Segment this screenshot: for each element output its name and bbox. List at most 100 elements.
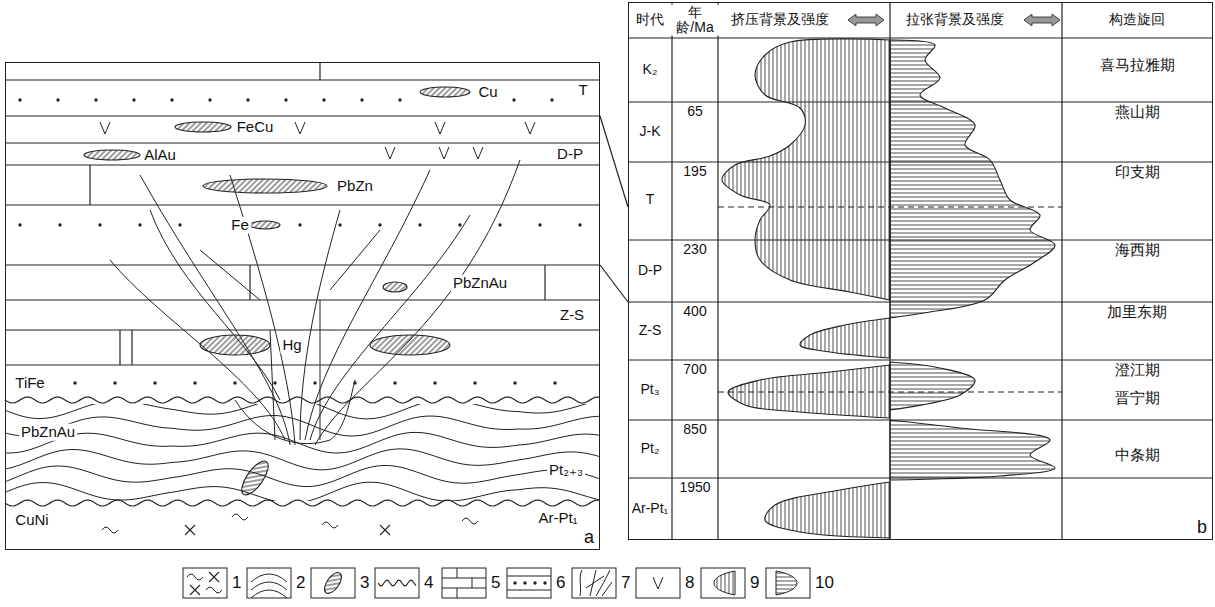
volcanic-symbol <box>525 122 535 134</box>
legend-sandstone-dot <box>523 581 526 584</box>
double-arrow <box>848 14 884 26</box>
legend-number: 9 <box>749 574 760 593</box>
sandstone-dot <box>170 98 173 101</box>
legend-sandstone-dot <box>543 581 546 584</box>
legend-ore-body <box>321 570 345 597</box>
era-cell: T <box>644 192 657 207</box>
legend-sample-frame <box>442 568 486 598</box>
ore-body <box>203 179 327 193</box>
tectonic-cycle: 加里东期 <box>1105 304 1169 321</box>
strata-boundary <box>5 142 600 143</box>
legend-number: 6 <box>555 574 566 593</box>
sandstone-dot <box>193 381 196 384</box>
ore-body <box>420 87 470 97</box>
ore-label: PbZn <box>335 178 375 195</box>
strata-label: Z-S <box>558 307 586 324</box>
strata-label: T <box>576 82 589 99</box>
fault-line <box>305 170 430 440</box>
legend-sample-frame <box>507 568 551 598</box>
ore-body <box>84 150 140 160</box>
legend-extension <box>776 571 797 595</box>
sandstone-dot <box>138 223 141 226</box>
fold-line <box>6 449 599 470</box>
sandstone-dot <box>360 98 363 101</box>
ore-body <box>237 457 273 499</box>
fault-line <box>300 210 340 440</box>
sandstone-dot <box>153 381 156 384</box>
era-cell: Pt₃ <box>639 382 662 397</box>
sandstone-dot <box>398 98 401 101</box>
table-header: 时代 <box>634 12 666 27</box>
age-cell: 230 <box>681 242 708 257</box>
legend-fault <box>586 576 604 588</box>
era-cell: K₂ <box>641 62 660 77</box>
legend-fault <box>580 570 582 596</box>
table-header: 年龄/Ma <box>671 5 719 36</box>
sandstone-dot <box>512 98 515 101</box>
legend-sandstone-dot <box>533 581 536 584</box>
legend-number: 8 <box>684 574 695 593</box>
ore-body <box>250 221 280 229</box>
correlation-line <box>600 265 628 302</box>
compression-curve <box>800 318 890 358</box>
tectonic-cycle: 喜马拉雅期 <box>1098 57 1177 74</box>
sandstone-dot <box>208 98 211 101</box>
legend-sample-frame <box>701 568 745 598</box>
legend-fold <box>251 590 287 598</box>
ore-label: TiFe <box>13 375 46 392</box>
legend-gneiss <box>187 574 203 580</box>
sandstone-dot <box>58 223 61 226</box>
legend-number: 5 <box>490 574 501 593</box>
sandstone-dot <box>113 381 116 384</box>
legend-sample-frame <box>183 568 227 598</box>
table-row-line <box>628 420 1213 421</box>
legend-volcanic <box>653 577 663 589</box>
sandstone-dot <box>132 98 135 101</box>
ore-label: AlAu <box>142 147 178 164</box>
volcanic-symbol <box>473 147 483 159</box>
legend-sample-frame <box>311 568 355 598</box>
table-column-line <box>717 2 718 540</box>
ore-body <box>383 282 407 292</box>
sandstone-dot <box>378 223 381 226</box>
volcanic-symbol <box>385 147 395 159</box>
sandstone-dot <box>553 381 556 384</box>
ore-label: FeCu <box>235 119 276 136</box>
volcanic-symbol <box>435 122 445 134</box>
ore-label: CuNi <box>13 512 50 529</box>
ore-label: Cu <box>476 84 499 101</box>
legend-sample-frame <box>247 568 291 598</box>
legend-number: 10 <box>814 574 835 593</box>
sandstone-dot <box>498 223 501 226</box>
limestone-tick <box>544 265 545 300</box>
sandstone-dot <box>433 381 436 384</box>
era-cell: D-P <box>636 263 664 278</box>
legend-unconformity <box>378 580 416 585</box>
gneiss-symbol <box>322 522 338 528</box>
panel-frame: a <box>5 62 600 550</box>
legend-fold <box>251 574 287 582</box>
limestone-tick <box>131 330 132 365</box>
sandstone-dot <box>298 223 301 226</box>
legend-number: 3 <box>359 574 370 593</box>
volcanic-symbol <box>100 122 110 134</box>
sandstone-dot <box>538 223 541 226</box>
legend-fault <box>596 570 610 596</box>
tectonic-cycle: 印支期 <box>1113 164 1162 181</box>
age-cell: 400 <box>681 304 708 319</box>
limestone-tick <box>249 265 250 300</box>
strata-boundary <box>5 79 600 80</box>
sandstone-dot <box>233 381 236 384</box>
sandstone-dot <box>418 223 421 226</box>
legend-sample-frame <box>766 568 810 598</box>
legend-number: 1 <box>231 574 242 593</box>
limestone-tick <box>319 62 320 80</box>
tectonic-cycle: 晋宁期 <box>1113 390 1162 407</box>
fault-line <box>320 300 321 440</box>
table-header: 构造旋回 <box>1107 12 1167 27</box>
double-arrow <box>1024 14 1060 26</box>
table-column-line <box>671 2 672 540</box>
sandstone-dot <box>393 381 396 384</box>
gneiss-symbol <box>232 514 248 520</box>
